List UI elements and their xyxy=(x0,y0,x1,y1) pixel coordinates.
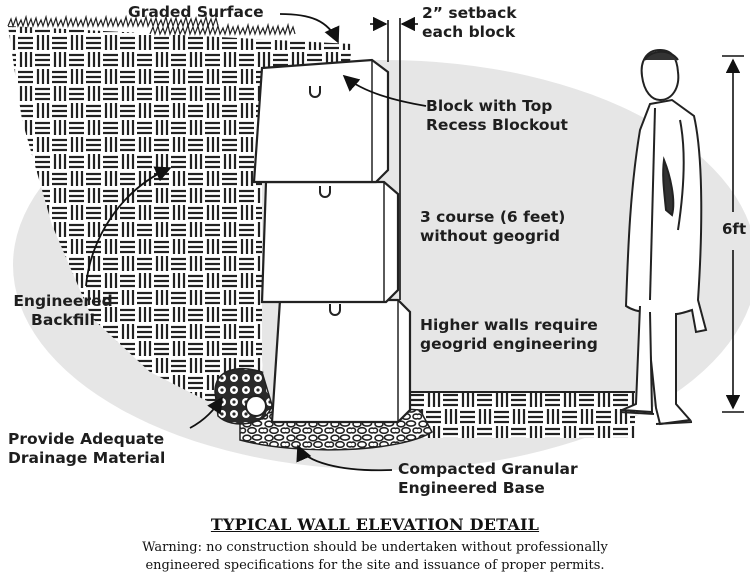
setback-dimension xyxy=(370,16,418,300)
arrow-backfill xyxy=(85,166,172,287)
label-compacted-base: Compacted Granular Engineered Base xyxy=(398,460,578,497)
block-middle xyxy=(260,165,400,304)
label-block-top-recess: Block with Top Recess Blockout xyxy=(426,97,568,134)
label-engineered-backfill: Engineered Backfill xyxy=(13,292,113,329)
warning-text: Warning: no construction should be under… xyxy=(142,540,608,573)
arrow-drainage xyxy=(189,396,223,429)
arrow-graded-surface xyxy=(279,13,340,44)
label-graded-surface: Graded Surface xyxy=(128,3,264,21)
block-bottom xyxy=(270,287,412,424)
height-dimension xyxy=(722,55,744,413)
drain-pipe xyxy=(245,395,267,417)
engineered-backfill-soil xyxy=(8,26,352,420)
block-top xyxy=(252,58,390,184)
grass-surface xyxy=(7,14,296,36)
label-setback: 2” setback each block xyxy=(422,4,517,41)
label-height-6ft: 6ft xyxy=(722,220,747,238)
front-ground xyxy=(405,392,635,438)
label-higher-walls: Higher walls require geogrid engineering xyxy=(420,316,598,353)
person-figure xyxy=(619,48,708,426)
arrow-block-recess xyxy=(342,74,427,107)
diagram-title: TYPICAL WALL ELEVATION DETAIL xyxy=(210,515,540,534)
arrow-compacted-base xyxy=(296,444,393,472)
leader-arrows xyxy=(85,13,427,472)
drainage-material xyxy=(214,367,273,425)
wall-elevation-diagram xyxy=(7,13,750,472)
label-drainage: Provide Adequate Drainage Material xyxy=(8,430,166,467)
label-three-course: 3 course (6 feet) without geogrid xyxy=(420,208,566,245)
